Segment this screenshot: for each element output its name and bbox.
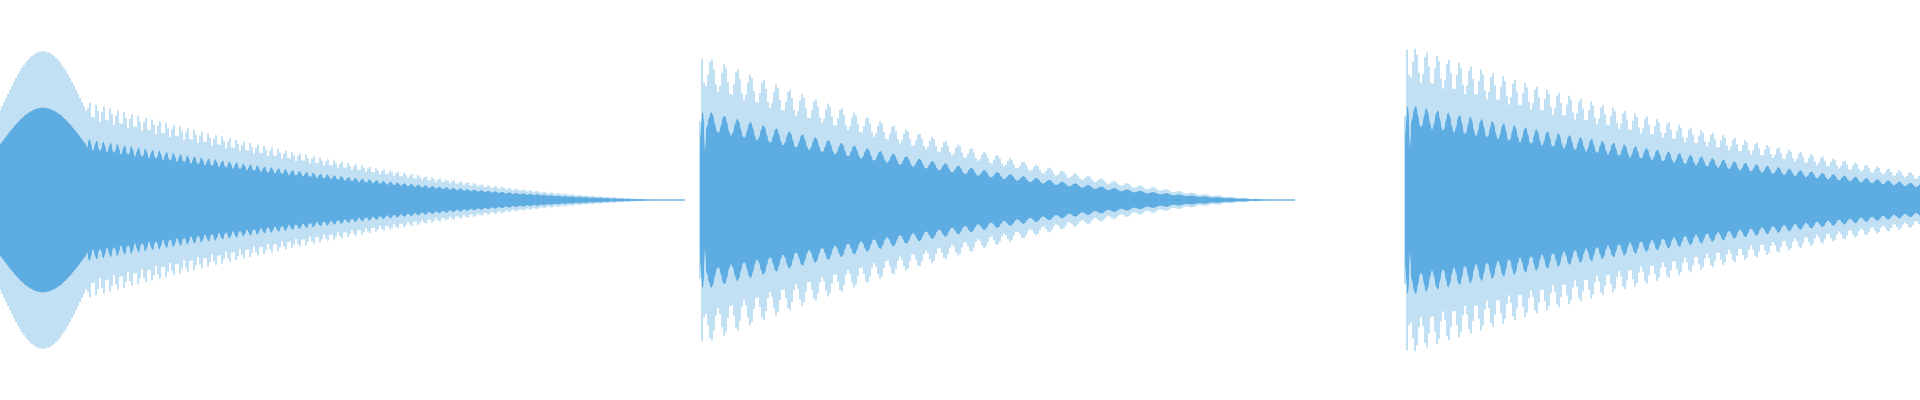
waveform-segment-note-3 bbox=[1404, 48, 1920, 352]
waveform-segment-note-1 bbox=[0, 51, 685, 349]
waveform-segments bbox=[0, 48, 1920, 352]
waveform-segment-note-2 bbox=[699, 59, 1295, 341]
